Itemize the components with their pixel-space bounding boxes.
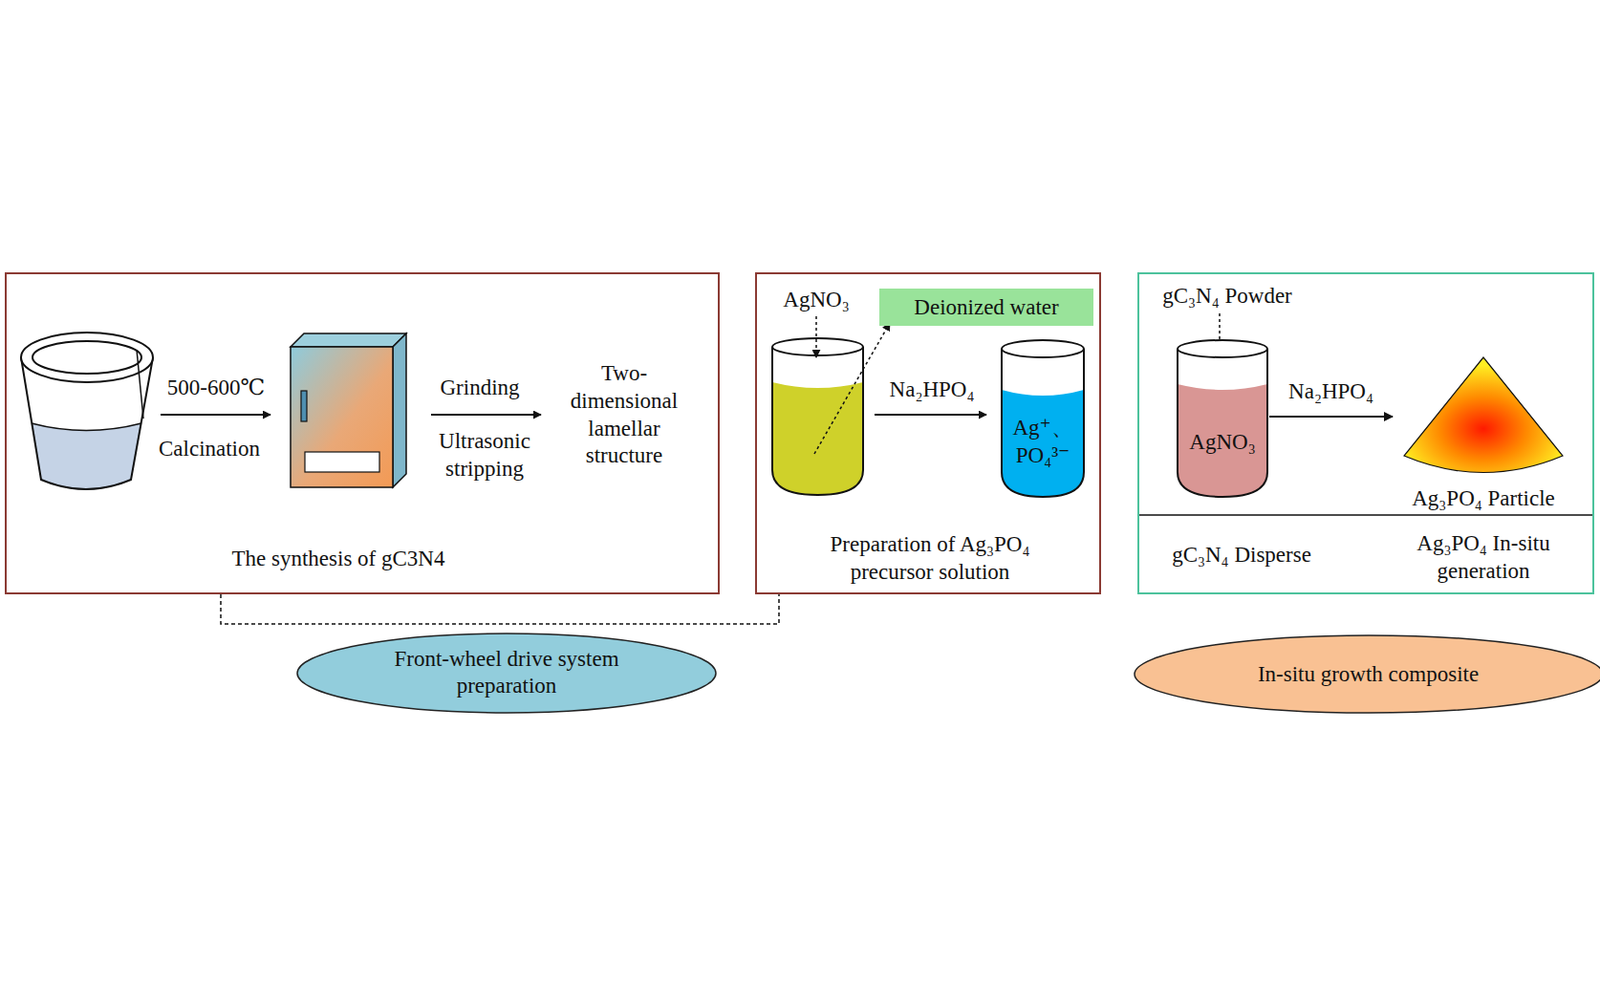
node-text: Ag⁺、PO₄³⁻ bbox=[1001, 414, 1084, 471]
reagent-box: Deionized water bbox=[879, 288, 1094, 326]
beaker-body bbox=[1177, 348, 1268, 498]
process-label: Ultrasonic stripping bbox=[422, 428, 547, 484]
crucible-liquid bbox=[31, 423, 142, 490]
beaker-body bbox=[772, 346, 864, 496]
beaker-outline bbox=[1001, 348, 1084, 498]
process-panel: Deionized waterAg⁺、PO₄³⁻ Preparation of A… bbox=[755, 272, 1102, 595]
node-text: The synthesis of gC3N4 bbox=[147, 545, 530, 574]
stirring-rod bbox=[136, 349, 144, 419]
crucible-rim bbox=[21, 332, 153, 383]
process-label: Two-dimensional lamellar structure bbox=[552, 360, 696, 471]
furnace-window bbox=[304, 452, 380, 473]
beaker-rim bbox=[1001, 340, 1084, 358]
furnace-top bbox=[290, 333, 407, 347]
arrow-connector bbox=[1269, 415, 1393, 418]
process-panel: AgNO₃ Ag₃PO₄ Particle gC₃N₄ Disperse Ag₃PO₄… bbox=[1137, 272, 1595, 595]
process-label: AgNO₃ bbox=[782, 286, 849, 315]
node-text: Ag₃PO₄ In-situ generation bbox=[1383, 530, 1584, 586]
node-text: Deionized water bbox=[913, 293, 1059, 322]
beaker-rim bbox=[1177, 340, 1268, 358]
process-label: Calcination bbox=[158, 435, 260, 464]
furnace bbox=[290, 333, 407, 488]
node-text: AgNO₃ bbox=[1177, 429, 1268, 457]
process-arrow bbox=[160, 413, 271, 416]
crucible-inner-rim bbox=[32, 341, 142, 374]
beaker-liquid bbox=[772, 382, 864, 496]
stage-ellipse: Front-wheel drive system preparation bbox=[296, 632, 717, 714]
process-arrow bbox=[431, 413, 541, 416]
beaker-liquid bbox=[1001, 389, 1084, 498]
edge-label: Na₂HPO₄ bbox=[1288, 378, 1374, 407]
beaker: AgNO₃ bbox=[1175, 338, 1270, 499]
process-arrow bbox=[874, 413, 987, 416]
node-text: Preparation of Ag₃PO₄ precursor solution bbox=[786, 531, 1074, 587]
separator-line bbox=[1138, 514, 1594, 517]
stage-ellipse-outline bbox=[296, 632, 717, 714]
particle-shape: Ag₃PO₄ Particle bbox=[1392, 355, 1575, 514]
process-label: 500-600℃ bbox=[167, 374, 265, 403]
stage-ellipse: In-situ growth composite bbox=[1133, 634, 1600, 714]
furnace-side bbox=[392, 333, 407, 488]
beaker-body bbox=[1001, 348, 1084, 498]
node-text: Front-wheel drive system preparation bbox=[353, 646, 660, 702]
addition-arrow bbox=[815, 316, 818, 358]
addition-arrow bbox=[814, 323, 890, 455]
process-label: gC₃N₄ Powder bbox=[1162, 282, 1293, 311]
node-text: In-situ growth composite bbox=[1196, 660, 1541, 689]
crucible bbox=[21, 332, 153, 490]
particle-cone bbox=[1404, 357, 1563, 474]
ellipse-shape bbox=[1134, 635, 1600, 714]
beaker-outline bbox=[1175, 338, 1270, 499]
beaker bbox=[772, 338, 864, 496]
process-label: Grinding bbox=[439, 374, 519, 403]
ellipse-shape bbox=[297, 633, 716, 714]
beaker-liquid bbox=[1177, 384, 1268, 498]
bracket-connector bbox=[220, 594, 779, 625]
process-label: Na₂HPO₄ bbox=[889, 376, 975, 405]
furnace-front bbox=[290, 346, 393, 488]
beaker-outline bbox=[1177, 348, 1268, 498]
liquid-surface bbox=[31, 423, 142, 432]
node-text: Ag₃PO₄ Particle bbox=[1394, 485, 1573, 514]
node-text: gC₃N₄ Disperse bbox=[1145, 541, 1338, 570]
furnace-handle bbox=[301, 390, 307, 422]
beaker-outline bbox=[772, 346, 864, 496]
beaker: Ag⁺、PO₄³⁻ bbox=[999, 338, 1086, 499]
beaker-rim bbox=[772, 338, 864, 356]
